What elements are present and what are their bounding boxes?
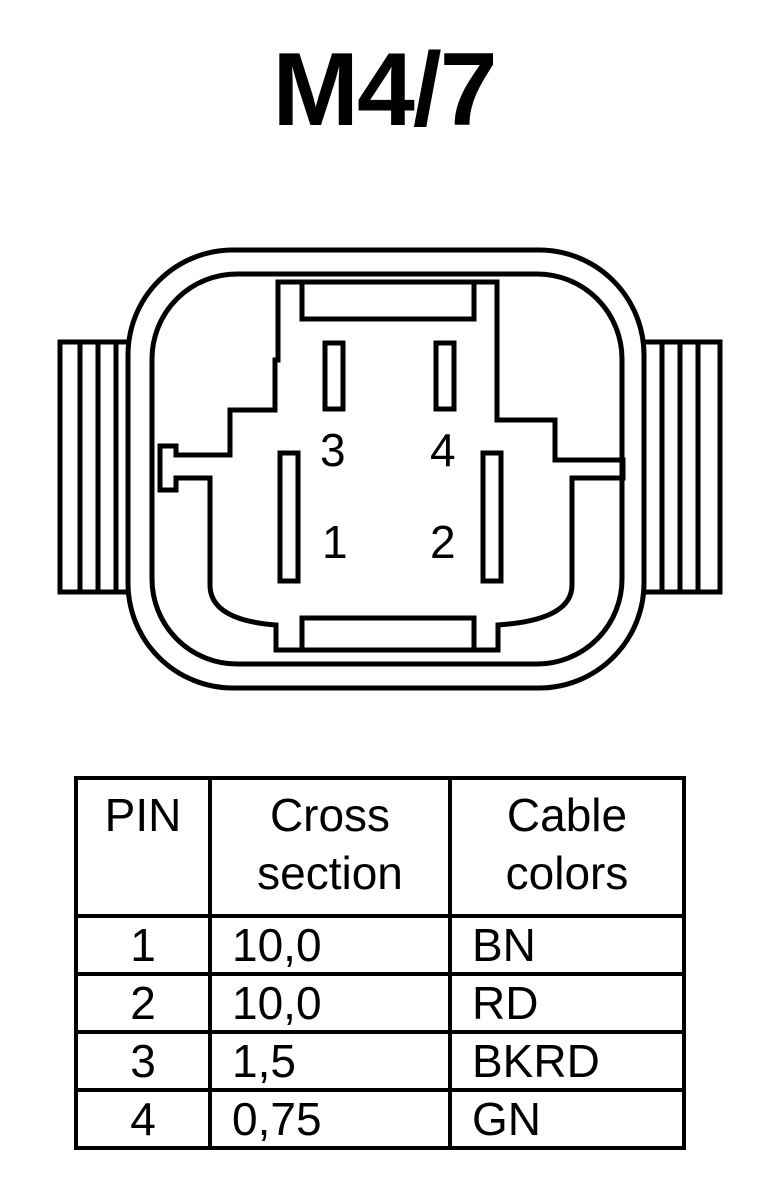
cell-pin: 1 [74, 914, 212, 976]
table-row: 2 10,0 RD [74, 972, 686, 1034]
pin-label-2: 2 [430, 516, 456, 568]
table-header-row: PIN Cross section Cable colors [74, 776, 686, 918]
connector-title: M4/7 [272, 32, 497, 148]
cell-pin: 2 [74, 972, 212, 1034]
header-pin: PIN [74, 776, 212, 918]
cell-cable-color: GN [448, 1088, 686, 1150]
pin-2-contact [480, 450, 504, 584]
connector-diagram: 3 4 1 2 [57, 247, 723, 691]
cell-pin: 4 [74, 1088, 212, 1150]
right-latch [637, 339, 723, 595]
cell-cable-color: BN [448, 914, 686, 976]
top-key [299, 279, 477, 322]
pin-3-contact [322, 340, 346, 412]
cell-cross-section: 10,0 [208, 972, 452, 1034]
cell-cable-color: RD [448, 972, 686, 1034]
pin-4-contact [433, 340, 457, 412]
connector-housing-outer [125, 247, 647, 691]
header-cross-section: Cross section [208, 776, 452, 918]
pin-1-contact [277, 450, 301, 584]
table-row: 1 10,0 BN [74, 914, 686, 976]
table-row: 3 1,5 BKRD [74, 1030, 686, 1092]
cell-cross-section: 0,75 [208, 1088, 452, 1150]
pin-label-3: 3 [320, 424, 346, 476]
bottom-key [299, 615, 477, 653]
table-row: 4 0,75 GN [74, 1088, 686, 1150]
left-latch [57, 339, 141, 595]
cell-cable-color: BKRD [448, 1030, 686, 1092]
header-cable-colors: Cable colors [448, 776, 686, 918]
connector-insert [157, 279, 626, 653]
pin-assignment-table: PIN Cross section Cable colors 1 10,0 BN… [74, 776, 686, 1150]
pin-label-1: 1 [322, 516, 348, 568]
pin-label-4: 4 [430, 424, 456, 476]
cell-cross-section: 1,5 [208, 1030, 452, 1092]
cell-pin: 3 [74, 1030, 212, 1092]
cell-cross-section: 10,0 [208, 914, 452, 976]
